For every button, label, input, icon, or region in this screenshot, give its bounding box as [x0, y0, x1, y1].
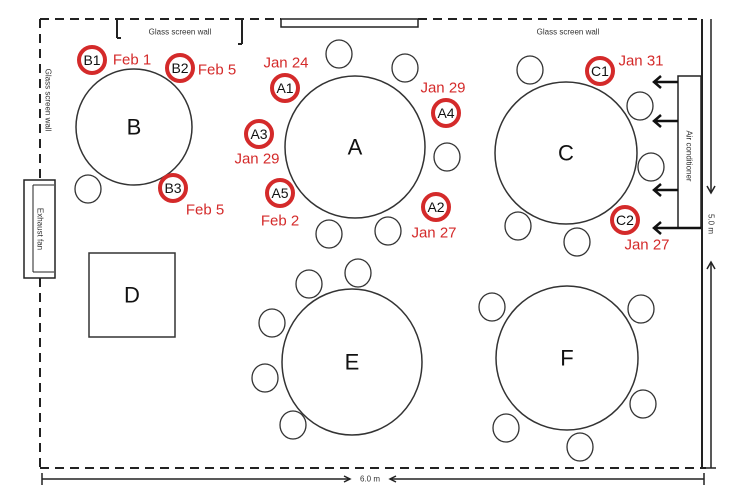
chair — [626, 91, 654, 121]
seat-id: A5 — [271, 185, 288, 201]
chair — [325, 39, 353, 69]
chair — [251, 363, 279, 393]
chair — [344, 258, 372, 288]
seat-id: A3 — [250, 126, 267, 142]
glass-wall-top-left-label: Glass screen wall — [149, 28, 212, 37]
chair — [563, 227, 591, 257]
table-label: C — [558, 141, 574, 166]
seat-id: C2 — [616, 212, 634, 228]
airflow-arrow-icon — [652, 114, 678, 128]
airflow-arrow-icon — [652, 75, 678, 89]
exhaust-fan — [23, 179, 56, 279]
table-label: E — [345, 350, 360, 375]
table-d: D — [88, 252, 176, 338]
marked-seat-a4: A4 Jan 29 — [420, 80, 466, 128]
exhaust-fan-label: Exhaust fan — [36, 208, 45, 250]
marked-seat-a1: A1 Jan 24 — [263, 55, 309, 103]
airflow-arrow-icon — [652, 221, 701, 235]
height-dimension-line — [706, 19, 716, 469]
marked-seat-b1: B1 Feb 1 — [77, 45, 151, 75]
table-b: B — [75, 68, 193, 186]
airflow-arrows — [652, 75, 701, 235]
seat-id: B3 — [164, 180, 181, 196]
width-dimension-label: 6.0 m — [360, 475, 380, 484]
chair — [391, 53, 419, 83]
table-f: F — [495, 285, 639, 431]
table-label: F — [560, 346, 573, 371]
seat-id: C1 — [591, 63, 609, 79]
table-label: B — [127, 115, 142, 140]
seat-date: Jan 27 — [411, 225, 456, 242]
chair — [566, 432, 594, 462]
glass-wall-bracket — [116, 18, 243, 45]
chair — [516, 55, 544, 85]
seat-date: Jan 29 — [234, 151, 279, 168]
airflow-arrow-icon — [652, 183, 678, 197]
seat-id: B1 — [83, 52, 100, 68]
seat-date: Feb 1 — [113, 52, 151, 69]
table-label: D — [124, 283, 140, 308]
seat-date: Feb 5 — [186, 202, 224, 219]
table-a: A — [284, 75, 426, 219]
chair — [433, 142, 461, 172]
width-dimension-line — [41, 473, 705, 485]
chair — [637, 152, 665, 182]
chair — [629, 389, 657, 419]
height-dimension-label: 5.0 m — [707, 214, 716, 234]
marked-seat-b2: B2 Feb 5 — [165, 53, 236, 83]
air-conditioner-label: Air conditioner — [685, 130, 694, 181]
seat-id: B2 — [171, 60, 188, 76]
marked-seat-c1: C1 Jan 31 — [585, 53, 664, 86]
chair — [374, 216, 402, 246]
chair — [627, 294, 655, 324]
seat-id: A1 — [276, 80, 293, 96]
seat-date: Jan 27 — [624, 237, 669, 254]
seat-date: Jan 29 — [420, 80, 465, 97]
glass-wall-left-label: Glass screen wall — [44, 69, 53, 132]
seat-id: A4 — [437, 105, 454, 121]
glass-wall-top-right-label: Glass screen wall — [537, 28, 600, 37]
chair — [258, 308, 286, 338]
table-e: E — [281, 288, 423, 436]
chair — [478, 292, 506, 322]
chair — [504, 211, 532, 241]
seat-date: Jan 24 — [263, 55, 308, 72]
chair — [74, 174, 102, 204]
chair — [279, 410, 307, 440]
table-c: C — [494, 81, 638, 225]
seat-date: Jan 31 — [618, 53, 663, 70]
chair — [315, 219, 343, 249]
chair — [295, 269, 323, 299]
table-label: A — [348, 135, 363, 160]
seat-date: Feb 5 — [198, 62, 236, 79]
top-window — [280, 18, 419, 28]
seat-id: A2 — [427, 199, 444, 215]
chair — [492, 413, 520, 443]
seat-date: Feb 2 — [261, 213, 299, 230]
